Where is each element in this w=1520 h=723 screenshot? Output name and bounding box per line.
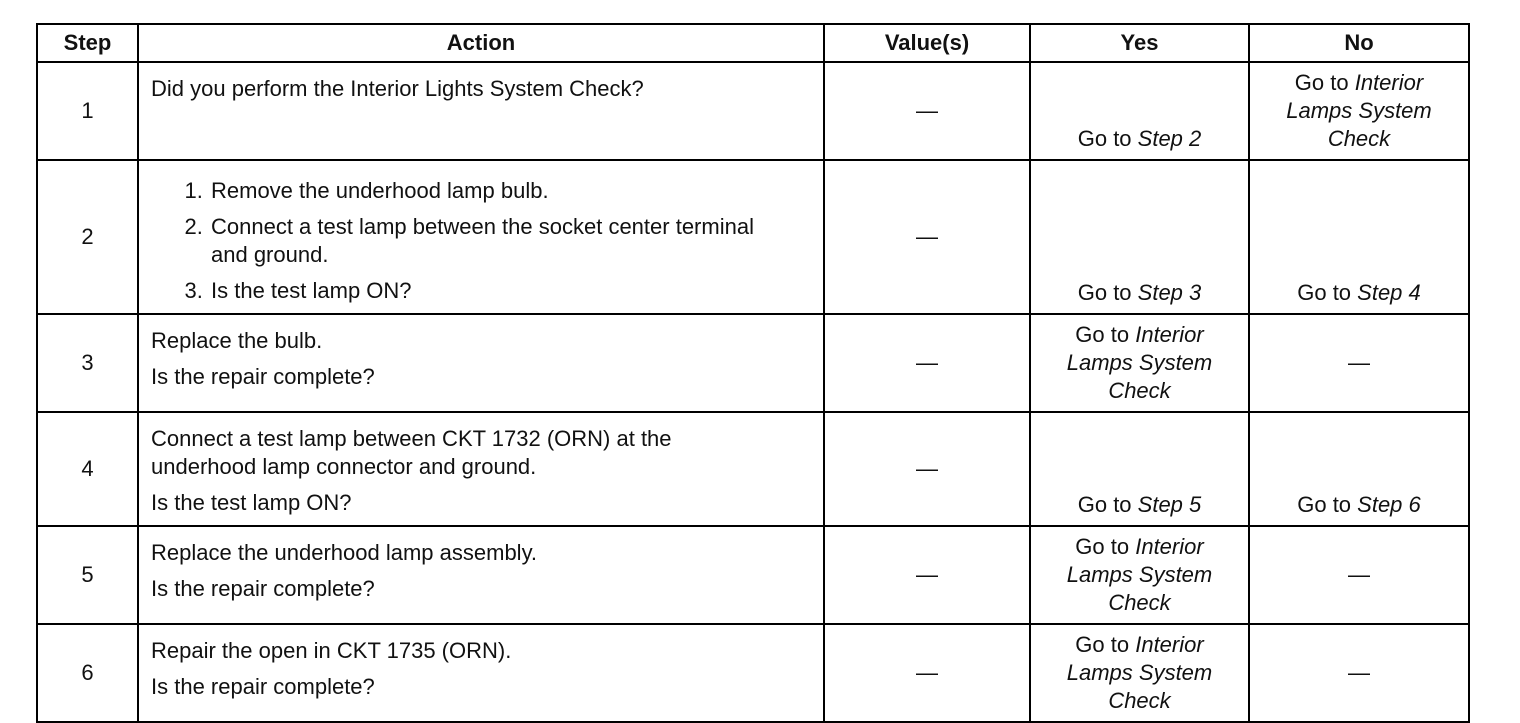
step-number: 3 <box>36 313 139 413</box>
yes-prefix: Go to <box>1075 322 1136 347</box>
yes-target: Step 3 <box>1137 280 1202 305</box>
yes-target: Step 2 <box>1137 126 1202 151</box>
no-target: Step 4 <box>1357 280 1421 305</box>
yes-cell: Go to Interior Lamps System Check <box>1029 313 1250 413</box>
step-number: 6 <box>36 623 139 723</box>
action-question: Is the test lamp ON? <box>151 490 352 515</box>
header-values: Value(s) <box>823 23 1031 63</box>
no-cell: — <box>1248 525 1470 625</box>
table-row: 3 Replace the bulb. Is the repair comple… <box>36 313 1470 413</box>
step-number: 2 <box>36 159 139 315</box>
action-text: Replace the bulb. <box>151 328 323 353</box>
diagnostic-table: Step Action Value(s) Yes No 1 Did you pe… <box>36 23 1470 723</box>
yes-target: Interior Lamps System Check <box>1066 534 1213 615</box>
header-step: Step <box>36 23 139 63</box>
value-cell: — <box>823 313 1031 413</box>
list-item: Is the test lamp ON? <box>209 277 813 305</box>
action-cell: Replace the bulb. Is the repair complete… <box>137 313 825 413</box>
step-number: 4 <box>36 411 139 527</box>
yes-prefix: Go to <box>1075 632 1136 657</box>
value-cell: — <box>823 525 1031 625</box>
yes-prefix: Go to <box>1075 534 1136 559</box>
no-prefix: Go to <box>1294 70 1355 95</box>
yes-cell: Go to Interior Lamps System Check <box>1029 525 1250 625</box>
action-cell: Repair the open in CKT 1735 (ORN). Is th… <box>137 623 825 723</box>
action-cell: Did you perform the Interior Lights Syst… <box>137 61 825 161</box>
no-prefix: Go to <box>1297 492 1358 517</box>
no-cell: Go to Step 6 <box>1248 411 1470 527</box>
action-text: Did you perform the Interior Lights Syst… <box>151 76 644 101</box>
no-cell: Go to Step 4 <box>1248 159 1470 315</box>
table-row: 1 Did you perform the Interior Lights Sy… <box>36 61 1470 161</box>
yes-cell: Go to Step 2 <box>1029 61 1250 161</box>
table-row: 2 Remove the underhood lamp bulb. Connec… <box>36 159 1470 315</box>
action-steps-list: Remove the underhood lamp bulb. Connect … <box>151 177 813 305</box>
action-text: Connect a test lamp between CKT 1732 (OR… <box>151 426 672 479</box>
action-cell: Replace the underhood lamp assembly. Is … <box>137 525 825 625</box>
table-row: 6 Repair the open in CKT 1735 (ORN). Is … <box>36 623 1470 723</box>
action-cell: Connect a test lamp between CKT 1732 (OR… <box>137 411 825 527</box>
table-row: 5 Replace the underhood lamp assembly. I… <box>36 525 1470 625</box>
no-target: Interior Lamps System Check <box>1286 70 1432 151</box>
no-cell: Go to Interior Lamps System Check <box>1248 61 1470 161</box>
yes-cell: Go to Interior Lamps System Check <box>1029 623 1250 723</box>
no-target: Step 6 <box>1357 492 1421 517</box>
yes-cell: Go to Step 3 <box>1029 159 1250 315</box>
no-prefix: Go to <box>1297 280 1358 305</box>
header-yes: Yes <box>1029 23 1250 63</box>
list-item: Remove the underhood lamp bulb. <box>209 177 813 205</box>
yes-target: Step 5 <box>1137 492 1202 517</box>
action-text: Replace the underhood lamp assembly. <box>151 540 538 565</box>
table-row: 4 Connect a test lamp between CKT 1732 (… <box>36 411 1470 527</box>
action-text: Repair the open in CKT 1735 (ORN). <box>151 638 512 663</box>
header-no: No <box>1248 23 1470 63</box>
action-question: Is the repair complete? <box>151 576 375 601</box>
yes-prefix: Go to <box>1077 492 1138 517</box>
yes-target: Interior Lamps System Check <box>1066 322 1213 403</box>
value-cell: — <box>823 61 1031 161</box>
header-row: Step Action Value(s) Yes No <box>36 23 1470 63</box>
value-cell: — <box>823 411 1031 527</box>
yes-target: Interior Lamps System Check <box>1066 632 1213 713</box>
action-question: Is the repair complete? <box>151 674 375 699</box>
no-cell: — <box>1248 623 1470 723</box>
value-cell: — <box>823 159 1031 315</box>
yes-cell: Go to Step 5 <box>1029 411 1250 527</box>
action-cell: Remove the underhood lamp bulb. Connect … <box>137 159 825 315</box>
no-cell: — <box>1248 313 1470 413</box>
yes-prefix: Go to <box>1077 280 1138 305</box>
action-question: Is the repair complete? <box>151 364 375 389</box>
value-cell: — <box>823 623 1031 723</box>
step-number: 5 <box>36 525 139 625</box>
step-number: 1 <box>36 61 139 161</box>
header-action: Action <box>137 23 825 63</box>
list-item: Connect a test lamp between the socket c… <box>209 213 771 269</box>
yes-prefix: Go to <box>1077 126 1138 151</box>
